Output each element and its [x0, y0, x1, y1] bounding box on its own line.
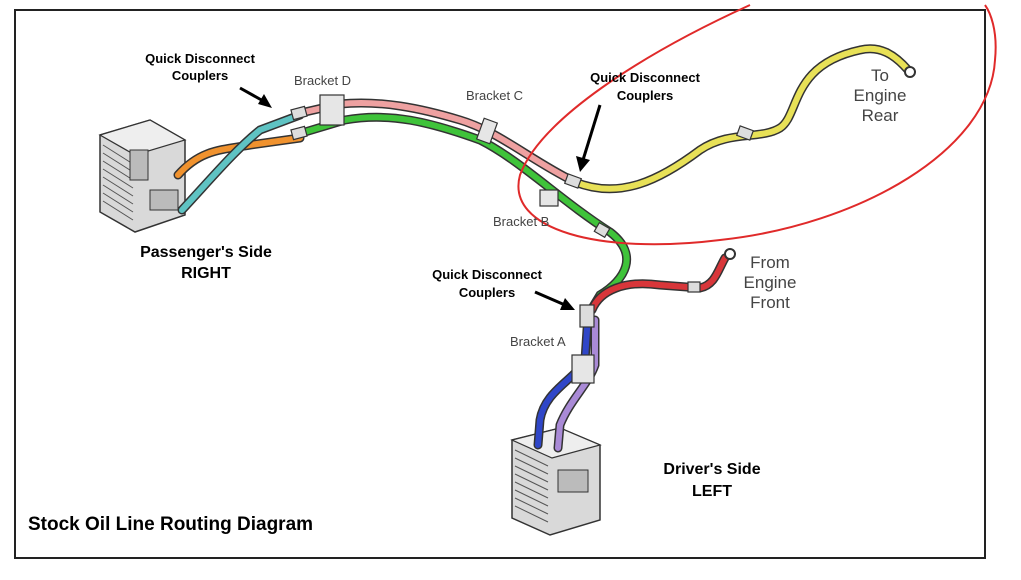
to-engine-rear-line1: To [871, 66, 889, 85]
from-engine-front-line1: From [750, 253, 790, 272]
diagram-frame [14, 9, 986, 559]
arrow-couplers-3 [534, 290, 575, 310]
from-engine-front-line3: Front [750, 293, 790, 312]
qd-couplers-3-line2: Couplers [459, 285, 515, 300]
highlight-circle [517, 4, 997, 246]
qd-couplers-2-line2: Couplers [617, 88, 673, 103]
to-engine-rear-line2: Engine [854, 86, 907, 105]
arrow-couplers-2 [576, 104, 602, 172]
passenger-oil-cooler [98, 119, 187, 233]
driver-oil-cooler [510, 427, 602, 536]
to-engine-rear-line3: Rear [862, 106, 899, 125]
bracket-d-label: Bracket D [294, 73, 351, 88]
passenger-side-label-line1: Passenger's Side [140, 244, 272, 261]
driver-side-label-line1: Driver's Side [663, 461, 760, 478]
diagram-title: Stock Oil Line Routing Diagram [28, 514, 313, 535]
qd-couplers-1-line1: Quick Disconnect [145, 51, 255, 66]
qd-couplers-1-line2: Couplers [172, 68, 228, 83]
from-engine-front-line2: Engine [744, 273, 797, 292]
qd-couplers-2-line1: Quick Disconnect [590, 70, 700, 85]
bracket-shapes [319, 94, 595, 384]
coupler-fittings [290, 105, 755, 328]
bracket-c-label: Bracket C [466, 88, 523, 103]
passenger-side-label-line2: RIGHT [181, 265, 231, 282]
bracket-b-label: Bracket B [493, 214, 549, 229]
driver-side-label-line2: LEFT [692, 483, 732, 500]
arrow-couplers-1 [239, 86, 272, 108]
bracket-a-label: Bracket A [510, 334, 566, 349]
qd-couplers-3-line1: Quick Disconnect [432, 267, 542, 282]
